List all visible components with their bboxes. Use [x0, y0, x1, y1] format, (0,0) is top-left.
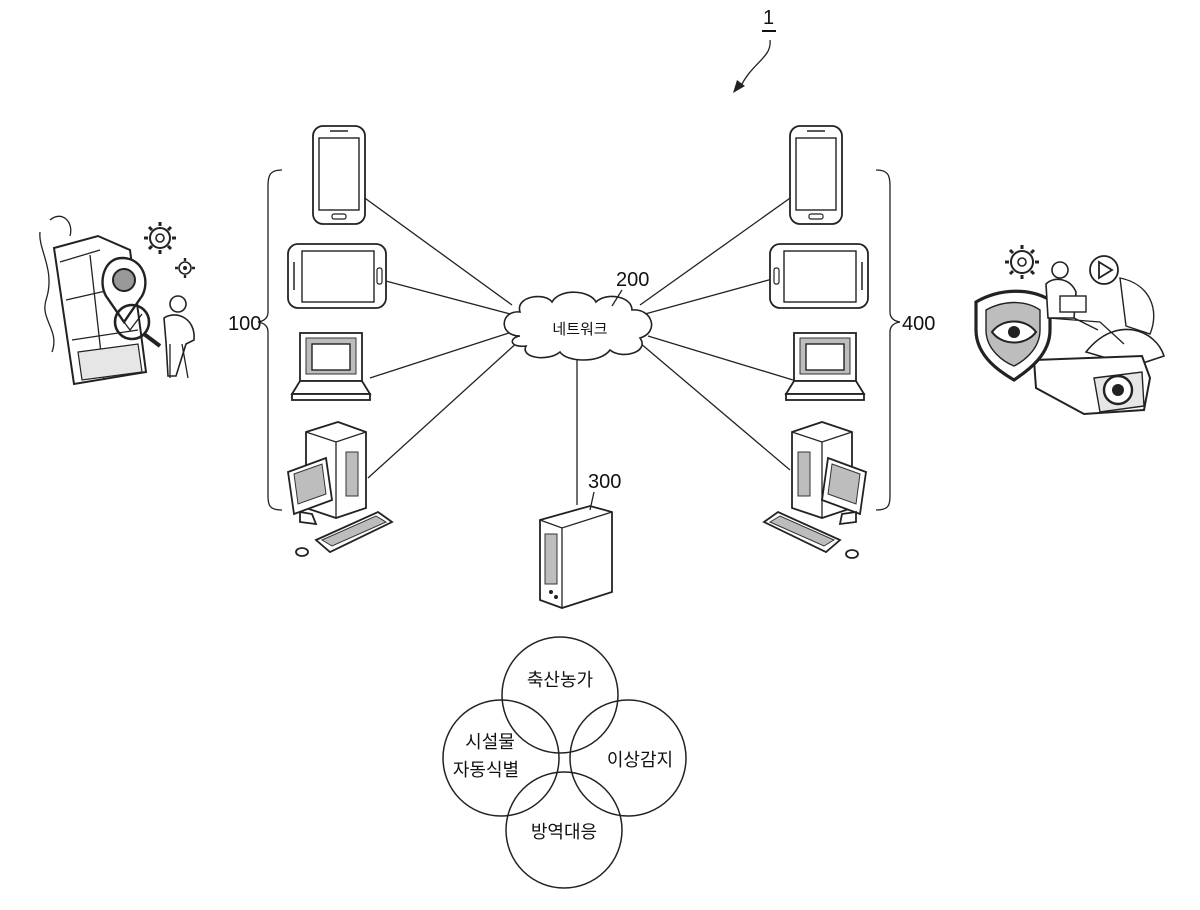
- right-laptop-icon: [786, 333, 864, 400]
- left-tablet-icon: [288, 244, 386, 308]
- network-cloud: 네트워크 200: [504, 269, 651, 360]
- gear-icon-right: [1005, 245, 1039, 279]
- network-label: 네트워크: [552, 320, 607, 338]
- right-tablet-icon: [770, 244, 868, 308]
- left-group-ref-label: 100: [228, 313, 261, 335]
- system-ref-label: 1: [763, 7, 774, 29]
- left-laptop-icon: [292, 333, 370, 400]
- venn-label-bottom: 방역대응: [531, 822, 597, 843]
- right-smartphone-icon: [790, 126, 842, 224]
- venn-label-right: 이상감지: [607, 750, 673, 771]
- venn-diagram: 축산농가 시설물 자동식별 이상감지 방역대응: [443, 637, 686, 888]
- play-icon: [1090, 256, 1118, 284]
- left-bracket: 100: [228, 170, 282, 510]
- right-bracket: 400: [876, 170, 935, 510]
- server-ref-label: 300: [588, 471, 621, 493]
- surveillance-illustration: [976, 245, 1164, 414]
- venn-circle-left: [443, 700, 559, 816]
- gear-icon-small: [175, 258, 195, 278]
- venn-label-left-line1: 시설물: [465, 732, 515, 753]
- left-smartphone-icon: [313, 126, 365, 224]
- gear-icon-large: [144, 222, 176, 254]
- system-ref-arrow: [740, 40, 770, 88]
- venn-circle-top: [502, 637, 618, 753]
- right-desktop-icon: [764, 422, 866, 558]
- venn-label-left-line2: 자동식별: [453, 760, 519, 781]
- map-location-illustration: [40, 216, 195, 384]
- network-ref-label: 200: [616, 269, 649, 291]
- system-ref-group: 1: [733, 7, 776, 93]
- left-desktop-icon: [288, 422, 392, 556]
- right-group-ref-label: 400: [902, 313, 935, 335]
- venn-label-top: 축산농가: [527, 670, 593, 691]
- server-icon: 300: [540, 471, 621, 608]
